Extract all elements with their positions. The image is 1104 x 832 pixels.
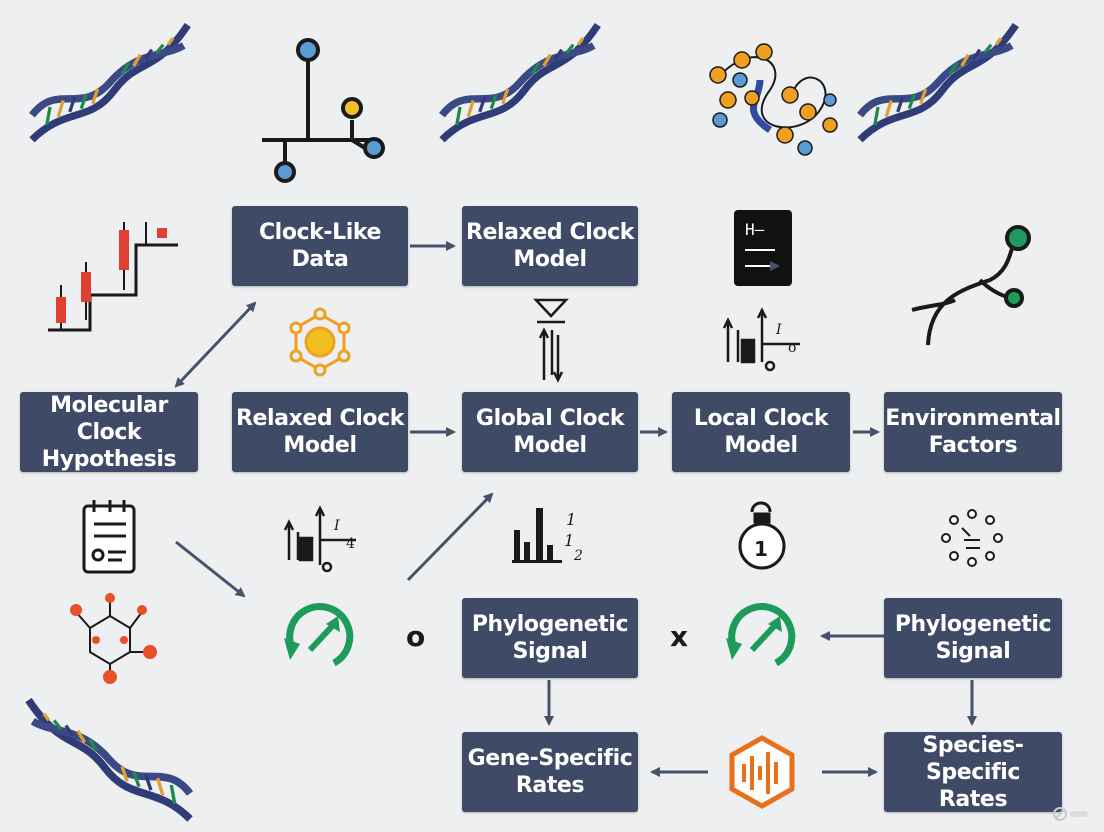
terminal-card-icon: H– <box>734 210 792 286</box>
node-clock-like-data: Clock-Like Data <box>232 206 408 286</box>
svg-text:H–: H– <box>745 220 765 239</box>
node-phylogenetic-signal-right: Phylogenetic Signal <box>884 598 1062 678</box>
watermark-icon <box>1053 807 1088 821</box>
stopwatch-icon: 1 <box>738 501 786 570</box>
arrow-hypothesis-down <box>175 540 246 598</box>
mini-chart-icon: I o <box>722 307 800 372</box>
node-environmental-factors: Environmental Factors <box>884 392 1062 472</box>
molecule-chain-icon <box>709 43 838 156</box>
document-card-icon <box>82 500 136 574</box>
node-global-clock-model: Global Clock Model <box>462 392 638 472</box>
bar-chart-icon: 1 1 2 <box>512 508 583 564</box>
waveform-hexagon-icon <box>729 735 795 809</box>
node-local-clock-model: Local Clock Model <box>672 392 850 472</box>
mini-chart-icon: I 4 <box>283 505 356 573</box>
node-phylogenetic-signal-left: Phylogenetic Signal <box>462 598 638 678</box>
svg-text:1: 1 <box>566 510 576 529</box>
arrow-hypothesis-clock-data <box>174 301 257 388</box>
node-gene-specific-rates: Gene-Specific Rates <box>462 732 638 812</box>
phylogenetic-tree-icon <box>262 38 385 183</box>
svg-text:1: 1 <box>754 537 768 561</box>
candlestick-chart-icon <box>48 222 178 332</box>
node-relaxed-clock-model-top: Relaxed Clock Model <box>462 206 638 286</box>
x-label: x <box>670 620 689 653</box>
dna-helix-icon <box>32 25 188 140</box>
o-label: o <box>406 620 426 653</box>
sync-arrows-icon <box>284 603 354 667</box>
dna-helix-icon <box>28 700 190 819</box>
branch-icon <box>911 225 1031 346</box>
node-relaxed-clock-model-mid: Relaxed Clock Model <box>232 392 408 472</box>
svg-text:I: I <box>775 322 782 338</box>
svg-text:2: 2 <box>573 548 583 564</box>
node-molecular-clock-hypothesis: Molecular Clock Hypothesis <box>20 392 198 472</box>
circular-nodes-icon <box>941 509 1003 567</box>
funnel-arrows-icon <box>533 298 569 383</box>
node-species-specific-rates: Species-Specific Rates <box>884 732 1062 812</box>
dna-helix-icon <box>860 25 1016 140</box>
dna-helix-icon <box>442 25 598 140</box>
svg-text:I: I <box>333 518 340 534</box>
svg-text:1: 1 <box>564 531 574 550</box>
molecule-structure-icon <box>70 593 157 684</box>
hexagon-network-icon <box>289 307 351 377</box>
svg-text:4: 4 <box>346 536 355 552</box>
sync-arrows-icon <box>726 603 796 667</box>
svg-text:o: o <box>788 340 796 356</box>
arrow-to-global <box>406 492 494 582</box>
